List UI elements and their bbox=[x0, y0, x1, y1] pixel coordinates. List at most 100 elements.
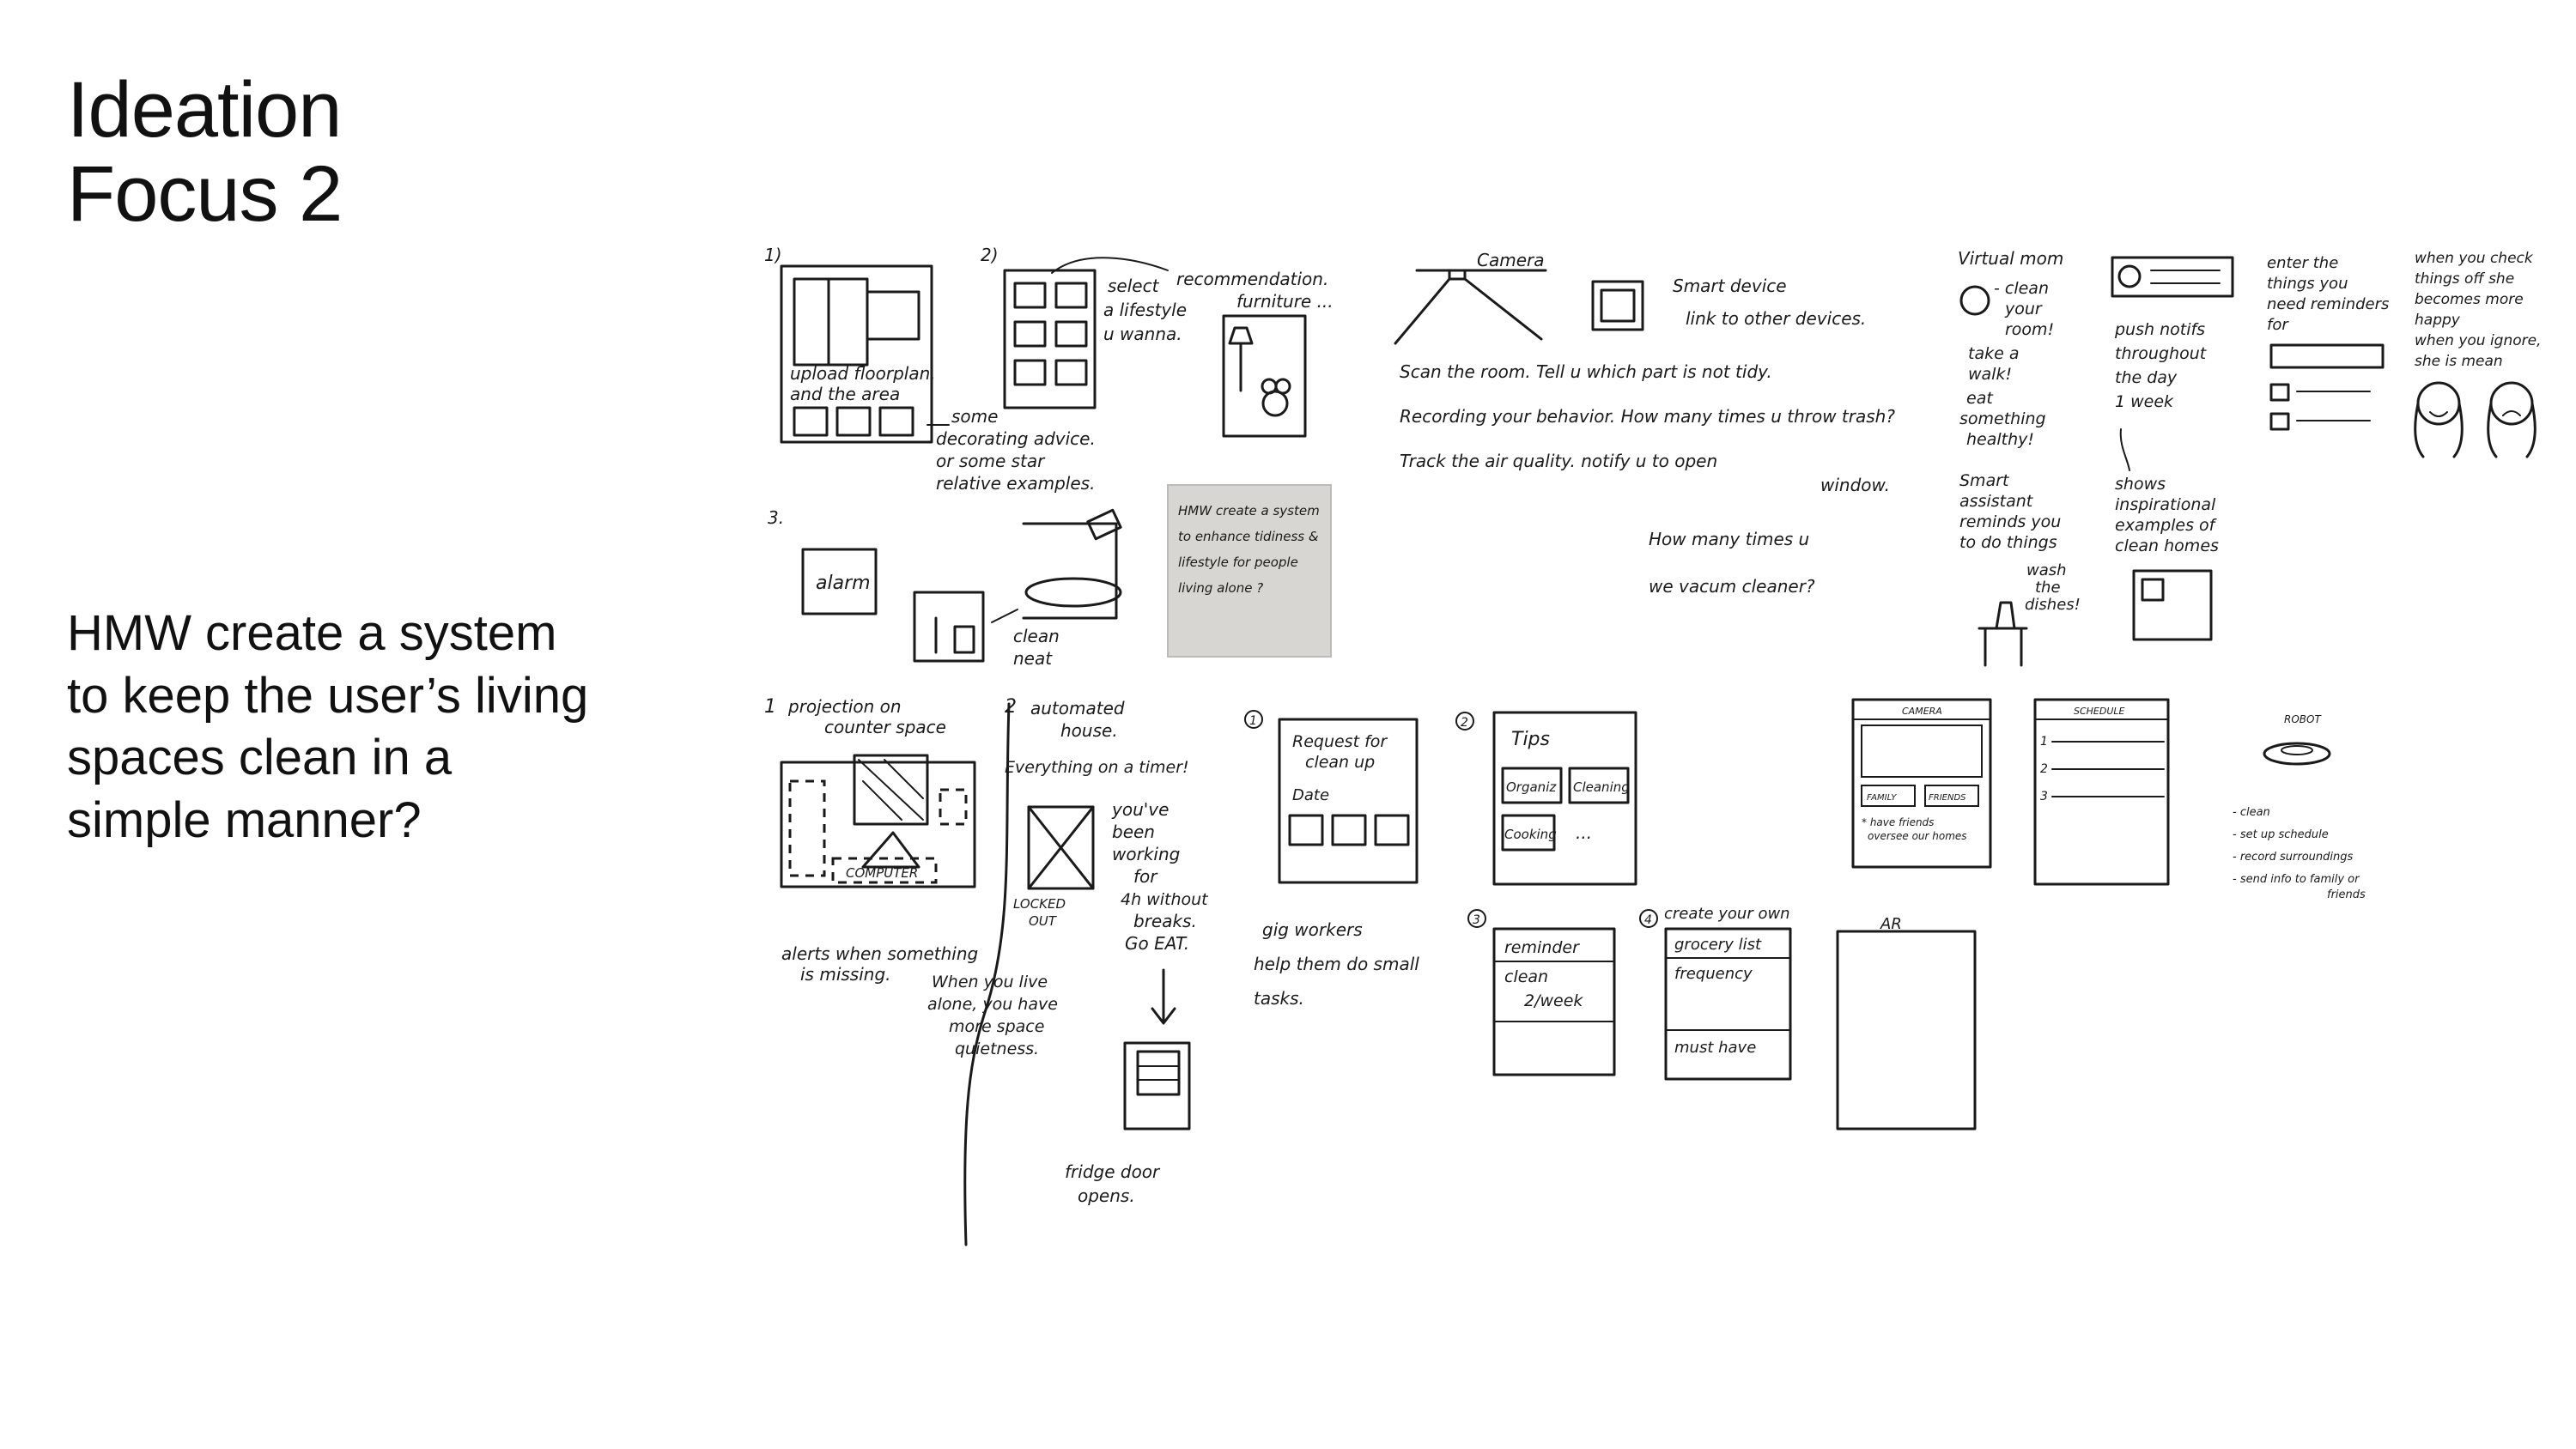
note-eat-1: eat bbox=[1966, 389, 1994, 408]
sketch-number: 3 bbox=[1473, 913, 1480, 927]
note-request-2: clean up bbox=[1305, 753, 1375, 772]
note-grocery: grocery list bbox=[1674, 936, 1762, 954]
schedule-slot-3: 3 bbox=[2040, 790, 2048, 803]
sketch-board: 1) upload floorplan. and the area some d… bbox=[756, 232, 2559, 1279]
note-push-3: the day bbox=[2115, 368, 2178, 387]
note-scan-room: Scan the room. Tell u which part is not … bbox=[1400, 361, 1772, 382]
note-recording: Recording your behavior. How many times … bbox=[1400, 406, 1895, 427]
note-assistant-3: reminds you bbox=[1959, 512, 2061, 531]
sketch-tips: 2 Tips Organiz Cleaning Cooking ... bbox=[1455, 711, 1637, 886]
schedule-slot-2: 2 bbox=[2040, 762, 2048, 776]
note-shows-4: clean homes bbox=[2115, 537, 2219, 555]
note-alerts-1: alerts when something bbox=[781, 943, 978, 964]
sketch-lifestyle: 2) select a lifestyle u wanna. recommend… bbox=[981, 245, 1334, 438]
sketch-number: 1 bbox=[764, 696, 776, 718]
note-vacuum-2: we vacum cleaner? bbox=[1649, 576, 1815, 597]
tab-family: FAMILY bbox=[1867, 793, 1897, 803]
note-clean: clean bbox=[1013, 626, 1060, 646]
computer-label: COMPUTER bbox=[846, 865, 918, 881]
note-enter-1: enter the bbox=[2267, 254, 2338, 272]
hmw-statement: HMW create a system to keep the user’s l… bbox=[67, 603, 668, 852]
note-push-1: push notifs bbox=[2114, 320, 2205, 339]
sketch-number: 1) bbox=[764, 245, 782, 265]
sketch-reminder-faces: enter the things you need reminders for … bbox=[2267, 250, 2542, 458]
sketch-projection: 1 projection on counter space COMPUTER a… bbox=[764, 696, 978, 985]
note-frequency: frequency bbox=[1674, 965, 1753, 983]
robot-feature-1: - clean bbox=[2233, 806, 2270, 819]
sketch-ar: AR bbox=[1836, 915, 1977, 1131]
note-assistant-2: assistant bbox=[1959, 492, 2034, 511]
note-alerts-2: is missing. bbox=[800, 964, 891, 985]
sketch-number: 3. bbox=[768, 507, 784, 528]
ar-label: AR bbox=[1880, 915, 1902, 933]
note-wash-2: the bbox=[2035, 579, 2061, 597]
note-enter-2: things you bbox=[2267, 275, 2348, 293]
note-working-5: 4h without bbox=[1121, 890, 1209, 909]
postit-line-2: to enhance tidiness & bbox=[1178, 529, 1319, 544]
tip-organize: Organiz bbox=[1506, 779, 1557, 795]
note-check-1: when you check bbox=[2415, 250, 2534, 267]
sketch-virtual-mom: Virtual mom - clean your room! take a wa… bbox=[1958, 248, 2081, 667]
hmw-line-1: HMW create a system bbox=[67, 605, 557, 661]
schedule-label: SCHEDULE bbox=[2074, 706, 2125, 717]
note-clean-room-1: - clean bbox=[1994, 279, 2049, 298]
sketch-request-cleanup: 1 Request for clean up Date gig workers … bbox=[1244, 710, 1419, 1009]
note-push-4: 1 week bbox=[2115, 392, 2174, 411]
note-working-2: been bbox=[1112, 822, 1155, 842]
postit-line-3: lifestyle for people bbox=[1178, 555, 1298, 570]
virtual-mom-label: Virtual mom bbox=[1958, 248, 2063, 269]
sketch-alarm: 3. alarm clean neat bbox=[768, 507, 1122, 669]
note-alone-1: When you live bbox=[932, 973, 1048, 991]
sketch-board-drawing: 1) upload floorplan. and the area some d… bbox=[764, 245, 2542, 1246]
title-line-2: Focus 2 bbox=[67, 149, 343, 238]
postit-line-1: HMW create a system bbox=[1178, 503, 1320, 518]
sketch-number: 2 bbox=[1461, 716, 1468, 730]
postit-line-4: living alone ? bbox=[1178, 580, 1263, 596]
sketch-number: 4 bbox=[1644, 913, 1652, 927]
note-wanna: u wanna. bbox=[1103, 324, 1182, 344]
note-wash-1: wash bbox=[2026, 561, 2067, 579]
note-auto-2: house. bbox=[1060, 720, 1118, 741]
note-eat-3: healthy! bbox=[1966, 430, 2034, 449]
robot-feature-2: - set up schedule bbox=[2233, 828, 2329, 841]
note-alone-2: alone, you have bbox=[927, 995, 1058, 1014]
note-take-walk-1: take a bbox=[1968, 344, 2019, 363]
note-clean-freq-2: 2/week bbox=[1524, 991, 1583, 1010]
note-clean-freq-1: clean bbox=[1504, 967, 1548, 986]
note-check-5: when you ignore, bbox=[2415, 332, 2542, 349]
hmw-line-3: spaces clean in a bbox=[67, 730, 453, 785]
hmw-line-2: to keep the user’s living bbox=[67, 667, 589, 724]
note-locked-1: LOCKED bbox=[1013, 896, 1066, 912]
note-fridge-1: fridge door bbox=[1065, 1161, 1161, 1182]
note-working-6: breaks. bbox=[1133, 911, 1197, 931]
hmw-line-4: simple manner? bbox=[67, 791, 422, 848]
note-recommend: recommendation. bbox=[1176, 269, 1328, 289]
note-advice-2: decorating advice. bbox=[936, 428, 1096, 449]
sketch-schedule-app: SCHEDULE 1 2 3 bbox=[2033, 698, 2170, 886]
sketch-number: 2 bbox=[1005, 696, 1017, 718]
note-alone-4: quietness. bbox=[955, 1040, 1039, 1058]
sketch-automated-house: 2 automated house. Everything on a timer… bbox=[927, 696, 1209, 1246]
note-check-2: things off she bbox=[2415, 270, 2514, 288]
note-shows-3: examples of bbox=[2115, 516, 2218, 535]
sketch-number: 1 bbox=[1249, 714, 1257, 728]
note-working-1: you've bbox=[1111, 799, 1169, 820]
sketch-floorplan: 1) upload floorplan. and the area some d… bbox=[764, 245, 1096, 494]
note-request-1: Request for bbox=[1292, 732, 1388, 751]
note-assistant-4: to do things bbox=[1959, 533, 2057, 552]
note-enter-4: for bbox=[2267, 316, 2289, 334]
note-gig-1: gig workers bbox=[1262, 919, 1363, 940]
robot-feature-4: - send info to family or bbox=[2233, 873, 2360, 886]
note-working-3: working bbox=[1112, 844, 1180, 864]
note-check-3: becomes more bbox=[2415, 291, 2524, 308]
sketch-camera: Camera Smart device link to other device… bbox=[1394, 250, 1895, 597]
note-clean-room-2: your bbox=[2004, 300, 2043, 318]
tips-label: Tips bbox=[1511, 729, 1550, 750]
schedule-slot-1: 1 bbox=[2040, 735, 2048, 749]
note-auto-1: automated bbox=[1030, 698, 1125, 718]
alarm-label: alarm bbox=[816, 573, 871, 594]
tip-cooking: Cooking bbox=[1504, 827, 1557, 842]
tip-more: ... bbox=[1576, 822, 1592, 843]
note-working-4: for bbox=[1133, 866, 1158, 887]
note-link-devices: link to other devices. bbox=[1686, 308, 1866, 329]
